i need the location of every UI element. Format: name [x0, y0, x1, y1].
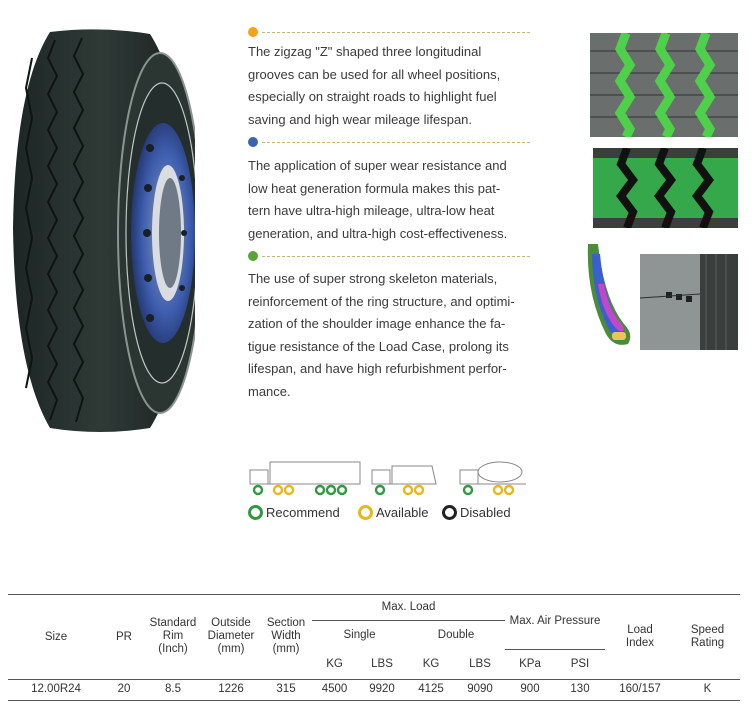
- cell-size: 12.00R24: [31, 683, 81, 695]
- text-line: The use of super strong skeleton materia…: [248, 271, 498, 286]
- semi-trailer-icon: [249, 461, 361, 485]
- header-unit: KG: [326, 658, 343, 670]
- cell-single-kg: 4500: [321, 683, 348, 695]
- legend-recommend: Recommend: [248, 505, 340, 520]
- header-unit: KPa: [519, 658, 541, 671]
- feature-text-2: The application of super wear resistance…: [248, 155, 530, 245]
- text-line: generation, and ultra-high cost-effectiv…: [248, 225, 508, 241]
- tread-section-photo: [593, 148, 738, 228]
- header-single: Single: [343, 629, 376, 641]
- cell-speed-rating: K: [703, 683, 712, 695]
- tire-image: [13, 29, 195, 433]
- tread-groove-photo: [590, 33, 738, 137]
- cell-section-width: 315: [276, 683, 296, 695]
- legend-disabled: Disabled: [442, 505, 511, 520]
- text-line: grooves can be used for all wheel positi…: [248, 66, 501, 82]
- feature-divider-2: [248, 137, 530, 147]
- feature-text-1: The zigzag "Z" shaped three longitudinal…: [248, 41, 530, 131]
- text-line: zation of the shoulder image enhance the…: [248, 316, 506, 332]
- green-bullet-icon: [248, 251, 258, 261]
- yellow-ring-icon: [358, 505, 373, 520]
- text-line: tigue resistance of the Load Case, prolo…: [248, 338, 509, 354]
- cell-psi: 130: [570, 683, 590, 695]
- feature-divider-1: [248, 27, 530, 37]
- cell-rim: 8.5: [165, 683, 181, 695]
- table-row: 12.00R24 20 8.5 1226 315 4500 9920 4125 …: [8, 679, 740, 699]
- blue-bullet-icon: [248, 137, 258, 147]
- header-pr: PR: [116, 630, 132, 643]
- text-line: tern have ultra-high mileage, ultra-low …: [248, 203, 495, 219]
- header-unit: LBS: [371, 658, 393, 670]
- text-line: lifespan, and have high refurbishment pe…: [248, 361, 507, 377]
- text-line: saving and high wear mileage lifespan.: [248, 111, 473, 127]
- cell-outside-diameter: 1226: [218, 683, 244, 695]
- cell-pr: 20: [117, 683, 131, 695]
- tire-cross-section-image: [587, 244, 631, 345]
- legend-label: Disabled: [460, 505, 511, 520]
- header-size: Size: [44, 630, 68, 643]
- text-line: reinforcement of the ring structure, and…: [248, 293, 515, 309]
- text-line: The zigzag "Z" shaped three longitudinal: [248, 44, 482, 59]
- cell-single-lbs: 9920: [369, 683, 395, 695]
- header-double: Double: [437, 629, 475, 641]
- cell-load-index: 160/157: [619, 683, 661, 695]
- header-max-air-pressure: Max. Air Pressure: [505, 594, 605, 650]
- black-ring-icon: [442, 505, 457, 520]
- cell-kpa: 900: [520, 683, 540, 695]
- shoulder-detail-photo: [640, 254, 738, 350]
- header-max-load: Max. Load: [312, 594, 505, 621]
- vehicle-usage-icons: [249, 461, 526, 496]
- mixer-truck-icon: [459, 461, 526, 485]
- feature-divider-3: [248, 251, 530, 261]
- green-ring-icon: [248, 505, 263, 520]
- text-line: especially on straight roads to highligh…: [248, 89, 497, 105]
- header-unit: PSI: [570, 658, 590, 671]
- cell-double-kg: 4125: [418, 683, 444, 695]
- text-line: mance.: [248, 383, 291, 399]
- header-unit: LBS: [469, 658, 491, 670]
- orange-bullet-icon: [248, 27, 258, 37]
- feature-text-3: The use of super strong skeleton materia…: [248, 268, 530, 404]
- text-line: low heat generation formula makes this p…: [248, 180, 501, 196]
- text-line: The application of super wear resistance…: [248, 158, 507, 173]
- legend-label: Recommend: [266, 505, 340, 520]
- legend-label: Available: [376, 505, 429, 520]
- header-unit: KG: [422, 658, 440, 670]
- dump-truck-icon: [371, 465, 437, 485]
- legend-available: Available: [358, 505, 429, 520]
- cell-double-lbs: 9090: [467, 683, 493, 695]
